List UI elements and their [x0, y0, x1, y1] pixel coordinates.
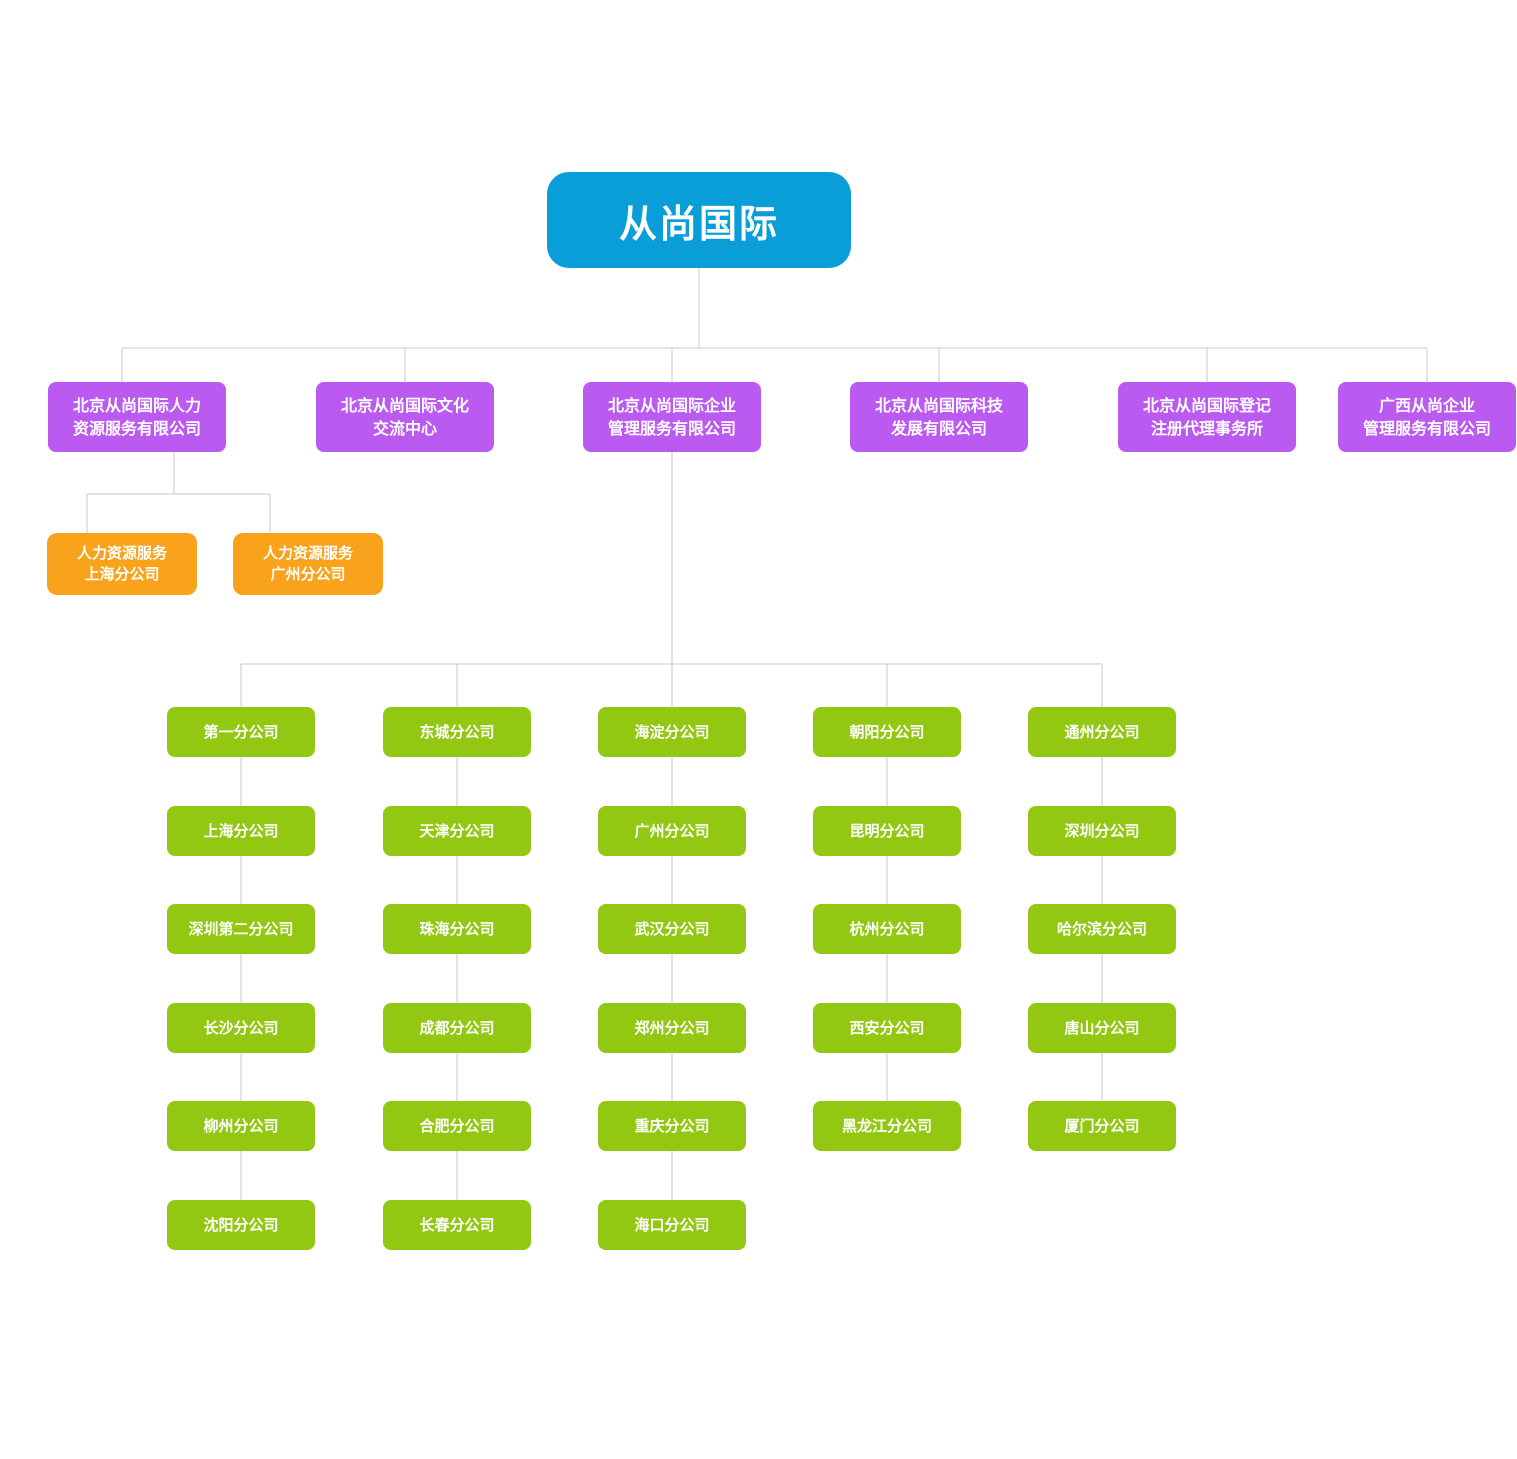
branch-office-node: 深圳第二分公司 — [167, 904, 315, 954]
branch-office-node: 海口分公司 — [598, 1200, 746, 1250]
subsidiary-node-tech-development: 北京从尚国际科技 发展有限公司 — [850, 382, 1028, 452]
branch-office-label: 海淀分公司 — [634, 723, 710, 741]
branch-office-node: 唐山分公司 — [1028, 1003, 1176, 1053]
branch-office-node: 昆明分公司 — [813, 806, 961, 856]
branch-office-label: 深圳分公司 — [1064, 822, 1140, 840]
branch-office-label: 上海分公司 — [203, 822, 279, 840]
hr-branch-label: 人力资源服务 上海分公司 — [76, 544, 167, 583]
branch-office-node: 长沙分公司 — [167, 1003, 315, 1053]
branch-office-label: 沈阳分公司 — [203, 1216, 279, 1234]
branch-office-node: 柳州分公司 — [167, 1101, 315, 1151]
connector — [86, 452, 271, 533]
branch-office-label: 杭州分公司 — [849, 920, 925, 938]
subsidiary-label: 广西从尚企业 管理服务有限公司 — [1362, 396, 1491, 438]
branch-office-node: 通州分公司 — [1028, 707, 1176, 757]
branch-office-label: 深圳第二分公司 — [188, 920, 294, 938]
branch-office-label: 长春分公司 — [419, 1216, 495, 1234]
connector — [240, 664, 1103, 707]
branch-office-node: 黑龙江分公司 — [813, 1101, 961, 1151]
branch-office-node: 深圳分公司 — [1028, 806, 1176, 856]
branch-office-label: 东城分公司 — [419, 723, 495, 741]
branch-office-label: 哈尔滨分公司 — [1056, 920, 1147, 938]
branch-office-node: 成都分公司 — [383, 1003, 531, 1053]
branch-office-label: 珠海分公司 — [419, 920, 495, 938]
branch-office-node: 第一分公司 — [167, 707, 315, 757]
subsidiary-node-enterprise-mgmt: 北京从尚国际企业 管理服务有限公司 — [583, 382, 761, 452]
branch-office-label: 厦门分公司 — [1064, 1117, 1140, 1135]
branch-office-label: 第一分公司 — [203, 723, 279, 741]
subsidiary-node-culture-exchange: 北京从尚国际文化 交流中心 — [316, 382, 494, 452]
branch-office-node: 武汉分公司 — [598, 904, 746, 954]
branch-office-node: 长春分公司 — [383, 1200, 531, 1250]
branch-office-label: 黑龙江分公司 — [841, 1117, 932, 1135]
branch-office-node: 哈尔滨分公司 — [1028, 904, 1176, 954]
branch-office-node: 杭州分公司 — [813, 904, 961, 954]
subsidiary-label: 北京从尚国际人力 资源服务有限公司 — [72, 396, 201, 438]
subsidiary-label: 北京从尚国际企业 管理服务有限公司 — [607, 396, 736, 438]
branch-office-node: 天津分公司 — [383, 806, 531, 856]
connector — [122, 268, 1427, 349]
subsidiary-node-hr-services: 北京从尚国际人力 资源服务有限公司 — [48, 382, 226, 452]
branch-office-label: 长沙分公司 — [203, 1019, 279, 1037]
branch-office-label: 重庆分公司 — [634, 1117, 710, 1135]
branch-office-node: 厦门分公司 — [1028, 1101, 1176, 1151]
branch-office-label: 朝阳分公司 — [849, 723, 925, 741]
branch-office-label: 唐山分公司 — [1064, 1019, 1140, 1037]
branch-office-label: 合肥分公司 — [419, 1117, 495, 1135]
root-node: 从尚国际 — [547, 172, 851, 268]
root-node-label: 从尚国际 — [618, 201, 779, 246]
branch-office-node: 朝阳分公司 — [813, 707, 961, 757]
subsidiary-label: 北京从尚国际登记 注册代理事务所 — [1142, 396, 1271, 438]
connector — [121, 348, 1428, 382]
branch-office-label: 郑州分公司 — [634, 1019, 710, 1037]
subsidiary-label: 北京从尚国际科技 发展有限公司 — [874, 396, 1003, 438]
subsidiary-node-guangxi-mgmt: 广西从尚企业 管理服务有限公司 — [1338, 382, 1516, 452]
branch-office-node: 广州分公司 — [598, 806, 746, 856]
branch-office-node: 合肥分公司 — [383, 1101, 531, 1151]
branch-office-label: 昆明分公司 — [849, 822, 925, 840]
branch-office-label: 广州分公司 — [634, 822, 710, 840]
branch-office-node: 上海分公司 — [167, 806, 315, 856]
subsidiary-label: 北京从尚国际文化 交流中心 — [340, 396, 469, 438]
branch-office-label: 成都分公司 — [419, 1019, 495, 1037]
branch-office-label: 西安分公司 — [849, 1019, 925, 1037]
branch-office-label: 通州分公司 — [1064, 723, 1140, 741]
branch-office-label: 武汉分公司 — [634, 920, 710, 938]
hr-branch-node-shanghai: 人力资源服务 上海分公司 — [47, 533, 197, 595]
branch-office-label: 海口分公司 — [634, 1216, 710, 1234]
branch-office-label: 天津分公司 — [419, 822, 495, 840]
branch-office-node: 重庆分公司 — [598, 1101, 746, 1151]
branch-office-label: 柳州分公司 — [203, 1117, 279, 1135]
branch-office-node: 东城分公司 — [383, 707, 531, 757]
branch-office-node: 沈阳分公司 — [167, 1200, 315, 1250]
branch-office-node: 郑州分公司 — [598, 1003, 746, 1053]
branch-office-node: 西安分公司 — [813, 1003, 961, 1053]
branch-office-node: 珠海分公司 — [383, 904, 531, 954]
subsidiary-node-registration-agency: 北京从尚国际登记 注册代理事务所 — [1118, 382, 1296, 452]
hr-branch-label: 人力资源服务 广州分公司 — [262, 544, 353, 583]
hr-branch-node-guangzhou: 人力资源服务 广州分公司 — [233, 533, 383, 595]
branch-office-node: 海淀分公司 — [598, 707, 746, 757]
